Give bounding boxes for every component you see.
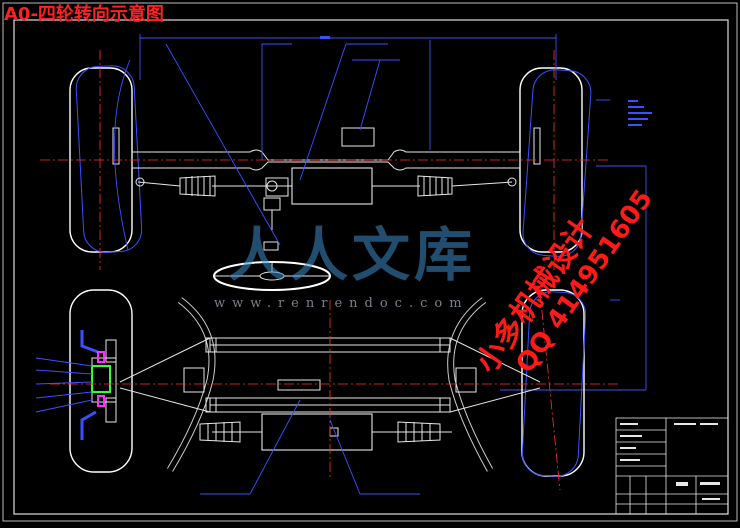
- title-block: [615, 417, 729, 515]
- centerlines-bottom: [50, 291, 620, 491]
- centerlines-top: [40, 50, 610, 270]
- wheel-left-bottom: [69, 289, 133, 473]
- top-view: [69, 65, 592, 291]
- outer-frame: [2, 2, 738, 522]
- rack-boot-left: [179, 175, 216, 197]
- tie-rod-right: [451, 181, 513, 187]
- drawing-title: A0-四轮转向示意图: [4, 4, 164, 25]
- dimensions-top: [114, 34, 647, 391]
- inner-frame: [13, 19, 729, 515]
- wheel-left-top-blue: [75, 65, 143, 253]
- title-block-text: [620, 423, 720, 500]
- bottom-view: [69, 289, 587, 477]
- axle-beam-top: [131, 149, 521, 171]
- tie-rod-left: [137, 181, 181, 187]
- wheel-right-top-blue: [522, 69, 592, 257]
- dim-text-top: [320, 36, 652, 126]
- rack-boot-right: [417, 175, 453, 197]
- watermark-name: 人人文库: [228, 221, 477, 289]
- watermark-url: www.renrendoc.com: [214, 296, 469, 311]
- rack-housing: [291, 167, 373, 205]
- dimensions-bottom: [200, 299, 620, 495]
- rack-housing-bottom: [261, 413, 373, 451]
- control-arm-right: [447, 297, 494, 472]
- hub-detail: [35, 351, 111, 413]
